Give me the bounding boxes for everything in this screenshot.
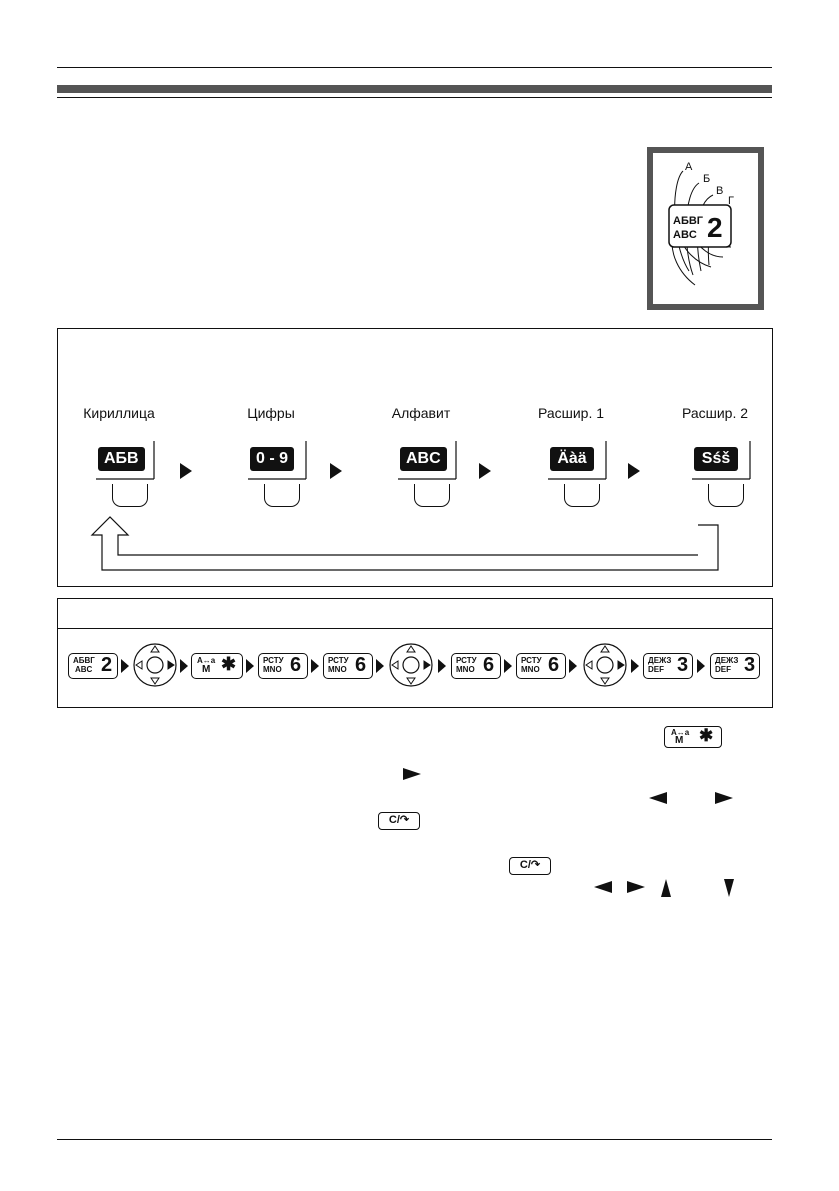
key-label-top: A↔a	[197, 656, 216, 665]
display-frame	[96, 441, 155, 480]
right-arrow-icon	[715, 792, 733, 804]
key-symbol: ✱	[221, 654, 237, 674]
left-arrow-icon	[594, 881, 612, 893]
section-heading-underline	[57, 97, 772, 98]
up-arrow-icon	[661, 879, 671, 897]
down-arrow-icon	[724, 879, 734, 897]
display-frame	[548, 441, 607, 480]
key-3-button[interactable]: ДЕЖЗ DEF 3	[710, 653, 760, 679]
key-label-top: ДЕЖЗ	[715, 656, 739, 665]
arrow-right-icon	[311, 659, 319, 673]
mode-indicator: Äàä	[550, 447, 594, 471]
arrow-right-icon	[504, 659, 512, 673]
key-2-button[interactable]: АБВГ ABC 2	[68, 653, 118, 679]
key-digit: 2	[707, 212, 723, 243]
key-top-label: АБВГ	[673, 215, 704, 227]
arrow-right-icon	[569, 659, 577, 673]
key-label-bottom: M	[675, 735, 684, 746]
key-label-top: РСТУ	[521, 656, 542, 665]
return-loop-arrow-icon	[90, 516, 719, 571]
key-label-bottom: ABC	[75, 665, 93, 674]
key-digit: 6	[548, 654, 560, 676]
key-label-top: РСТУ	[456, 656, 477, 665]
top-rule	[57, 67, 772, 68]
key-label-top: АБВГ	[73, 656, 95, 665]
display-frame	[692, 441, 751, 480]
key-label-top: РСТУ	[263, 656, 284, 665]
key-label-top: A↔a	[671, 728, 690, 737]
mode-label: Расшир. 2	[681, 405, 749, 421]
arrow-right-icon	[180, 463, 192, 479]
character-modes-panel: Кириллица АБВ Цифры 0 - 9 Алфавит ABC Ра…	[57, 328, 773, 587]
key-digit: 3	[744, 654, 756, 676]
key-digit: 2	[101, 654, 113, 676]
letter-v: В	[716, 185, 724, 197]
mode-indicator: ABC	[400, 447, 447, 471]
example-header	[58, 599, 772, 629]
right-arrow-icon	[403, 768, 421, 780]
key-label-top: РСТУ	[328, 656, 349, 665]
key-character-illustration: А Б В Г АБВГ ABC 2	[647, 147, 764, 310]
key-label-top: ДЕЖЗ	[648, 656, 672, 665]
key-label-bottom: MNO	[328, 665, 347, 674]
key-bottom-label: ABC	[673, 229, 697, 241]
soft-key[interactable]	[564, 484, 600, 507]
key-digit: 6	[483, 654, 495, 676]
key-digit: 6	[355, 654, 367, 676]
arrow-right-icon	[246, 659, 254, 673]
letter-b: Б	[703, 173, 711, 185]
letter-g: Г	[728, 195, 734, 207]
arrow-right-icon	[628, 463, 640, 479]
key-label-bottom: M	[202, 664, 211, 675]
character-cycle-icon	[668, 170, 732, 286]
section-heading-bar	[57, 85, 772, 93]
soft-key[interactable]	[264, 484, 300, 507]
key-digit: 3	[677, 654, 689, 676]
mode-label: Алфавит	[391, 405, 451, 421]
navigator-key-icon[interactable]	[582, 642, 628, 688]
key-6-button[interactable]: РСТУ MNO 6	[451, 653, 501, 679]
key-label-bottom: MNO	[456, 665, 475, 674]
navigator-key-icon[interactable]	[132, 642, 178, 688]
key-label-bottom: MNO	[263, 665, 282, 674]
mode-label: Кириллица	[83, 405, 155, 421]
left-arrow-icon	[649, 792, 667, 804]
star-key-inline: A↔a M ✱	[664, 726, 722, 748]
arrow-right-icon	[479, 463, 491, 479]
key-label-bottom: DEF	[715, 665, 731, 674]
soft-key[interactable]	[414, 484, 450, 507]
arrow-right-icon	[631, 659, 639, 673]
mode-indicator: АБВ	[98, 447, 145, 471]
key-symbol: ✱	[699, 726, 714, 745]
arrow-right-icon	[697, 659, 705, 673]
right-arrow-icon	[627, 881, 645, 893]
mode-indicator: 0 - 9	[250, 447, 295, 471]
display-frame	[398, 441, 457, 480]
key-6-button[interactable]: РСТУ MNO 6	[258, 653, 308, 679]
key-label-bottom: MNO	[521, 665, 540, 674]
footer-rule	[57, 1139, 772, 1140]
clear-back-key-icon: C/↷	[378, 812, 420, 830]
soft-key[interactable]	[112, 484, 148, 507]
letter-a: А	[685, 161, 693, 173]
arrow-right-icon	[376, 659, 384, 673]
mode-label: Расшир. 1	[537, 405, 605, 421]
clear-back-key-icon: C/↷	[509, 857, 551, 875]
key-3-button[interactable]: ДЕЖЗ DEF 3	[643, 653, 693, 679]
navigator-key-icon[interactable]	[388, 642, 434, 688]
key-6-button[interactable]: РСТУ MNO 6	[323, 653, 373, 679]
display-frame	[248, 441, 307, 480]
arrow-right-icon	[121, 659, 129, 673]
soft-key[interactable]	[708, 484, 744, 507]
mode-indicator: Sśš	[694, 447, 738, 471]
arrow-right-icon	[180, 659, 188, 673]
input-example-panel: АБВГ ABC 2 A↔a M ✱ РСТУ MNO 6 РСТУ MNO 6	[57, 598, 773, 708]
key-label-bottom: DEF	[648, 665, 664, 674]
key-6-button[interactable]: РСТУ MNO 6	[516, 653, 566, 679]
arrow-right-icon	[330, 463, 342, 479]
arrow-right-icon	[438, 659, 446, 673]
key-digit: 6	[290, 654, 302, 676]
mode-label: Цифры	[247, 405, 295, 421]
star-key-button[interactable]: A↔a M ✱	[191, 653, 243, 679]
